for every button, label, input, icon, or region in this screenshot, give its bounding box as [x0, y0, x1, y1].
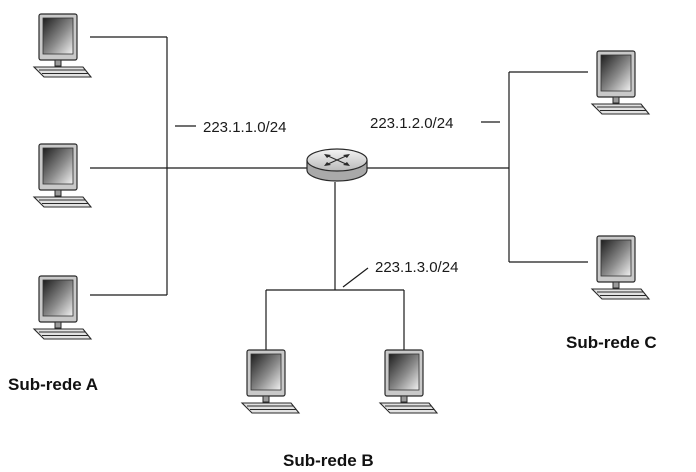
subnet-a-title: Sub-rede A	[8, 375, 98, 394]
desktop-computer-icon	[33, 143, 92, 208]
subnet-c-links	[364, 71, 588, 263]
subnet-a-address: 223.1.1.0/24	[203, 119, 286, 136]
subnet-c-title: Sub-rede C	[566, 333, 657, 352]
subnet-a-links	[90, 36, 312, 296]
subnet-b-links	[265, 182, 405, 352]
subnet-c-address: 223.1.2.0/24	[370, 115, 453, 132]
router-icon	[306, 148, 368, 182]
desktop-computer-icon	[591, 235, 650, 300]
subnet-b-title: Sub-rede B	[283, 451, 374, 470]
desktop-computer-icon	[33, 275, 92, 340]
subnet-b-address: 223.1.3.0/24	[375, 259, 458, 276]
desktop-computer-icon	[241, 349, 300, 414]
desktop-computer-icon	[591, 50, 650, 115]
desktop-computer-icon	[379, 349, 438, 414]
desktop-computer-icon	[33, 13, 92, 78]
subnet-b-label-leader	[342, 267, 369, 288]
